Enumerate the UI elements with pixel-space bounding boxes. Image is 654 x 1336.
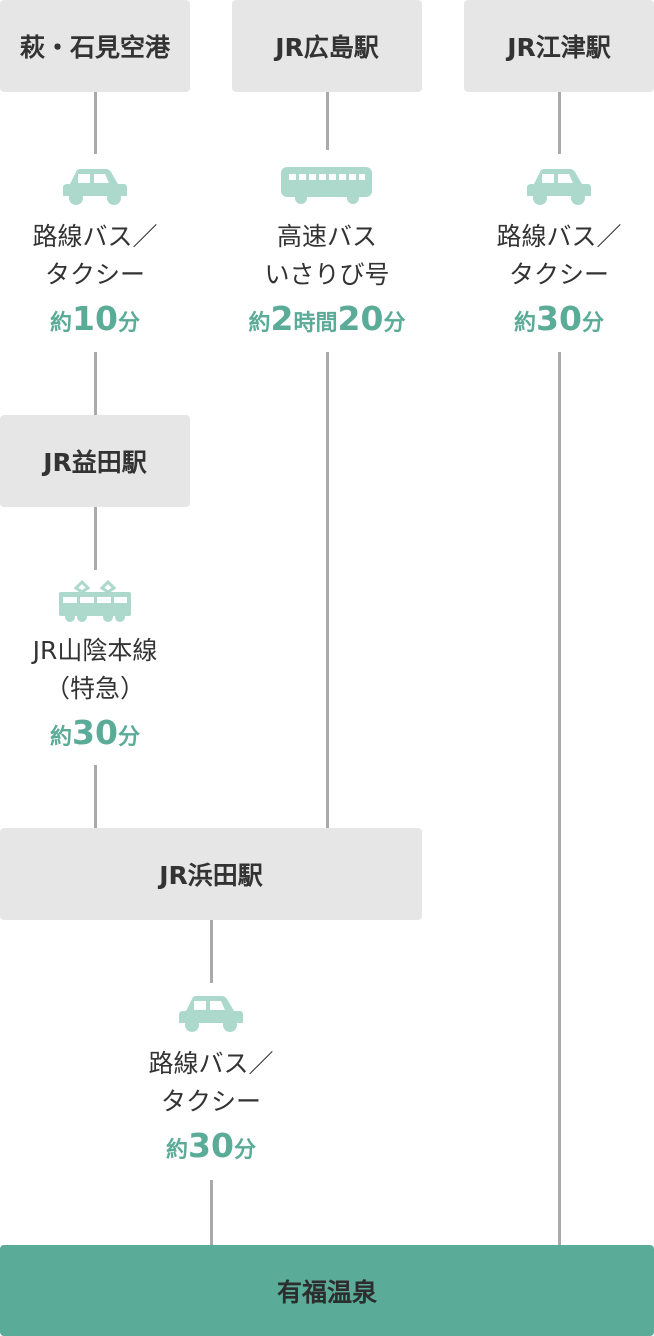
bus-icon: [281, 167, 372, 204]
route-name: 路線バス／タクシー: [148, 1049, 274, 1116]
travel-time: 約30分: [514, 299, 604, 338]
route-name: 路線バス／タクシー: [496, 222, 622, 289]
travel-time: 約30分: [166, 1126, 256, 1165]
connector-line: [326, 352, 329, 828]
travel-time: 約30分: [50, 713, 140, 752]
origin-jr-gotsu: JR江津駅: [464, 0, 654, 92]
station-jr-hamada: JR浜田駅: [0, 828, 422, 920]
station-jr-masuda: JR益田駅: [0, 415, 190, 507]
connector-line: [94, 765, 97, 828]
connector-line: [326, 92, 329, 150]
route-gotsu: 路線バス／タクシー 約30分: [439, 168, 654, 350]
connector-line: [94, 507, 97, 570]
train-icon: [59, 580, 131, 622]
route-name: JR山陰本線（特急）: [32, 636, 158, 703]
connector-line: [210, 920, 213, 983]
car-icon: [63, 169, 127, 205]
route-hamada: 路線バス／タクシー 約30分: [91, 995, 331, 1177]
connector-line: [94, 92, 97, 154]
connector-line: [558, 92, 561, 154]
car-icon: [179, 996, 243, 1032]
travel-time: 約10分: [50, 299, 140, 338]
connector-line: [558, 352, 561, 1245]
origin-jr-hiroshima: JR広島駅: [232, 0, 422, 92]
connector-line: [94, 352, 97, 415]
route-hiroshima: 高速バスいさりび号 約2時間20分: [207, 165, 447, 350]
car-icon: [527, 169, 591, 205]
origin-hagi-iwami-airport: 萩・石見空港: [0, 0, 190, 92]
route-masuda: JR山陰本線（特急） 約30分: [0, 580, 215, 764]
route-hagi: 路線バス／タクシー 約10分: [0, 168, 215, 350]
destination-arifuku-onsen: 有福温泉: [0, 1245, 654, 1336]
connector-line: [210, 1180, 213, 1245]
travel-time: 約2時間20分: [248, 299, 406, 338]
route-name: 路線バス／タクシー: [32, 222, 158, 289]
route-name: 高速バスいさりび号: [264, 222, 390, 289]
